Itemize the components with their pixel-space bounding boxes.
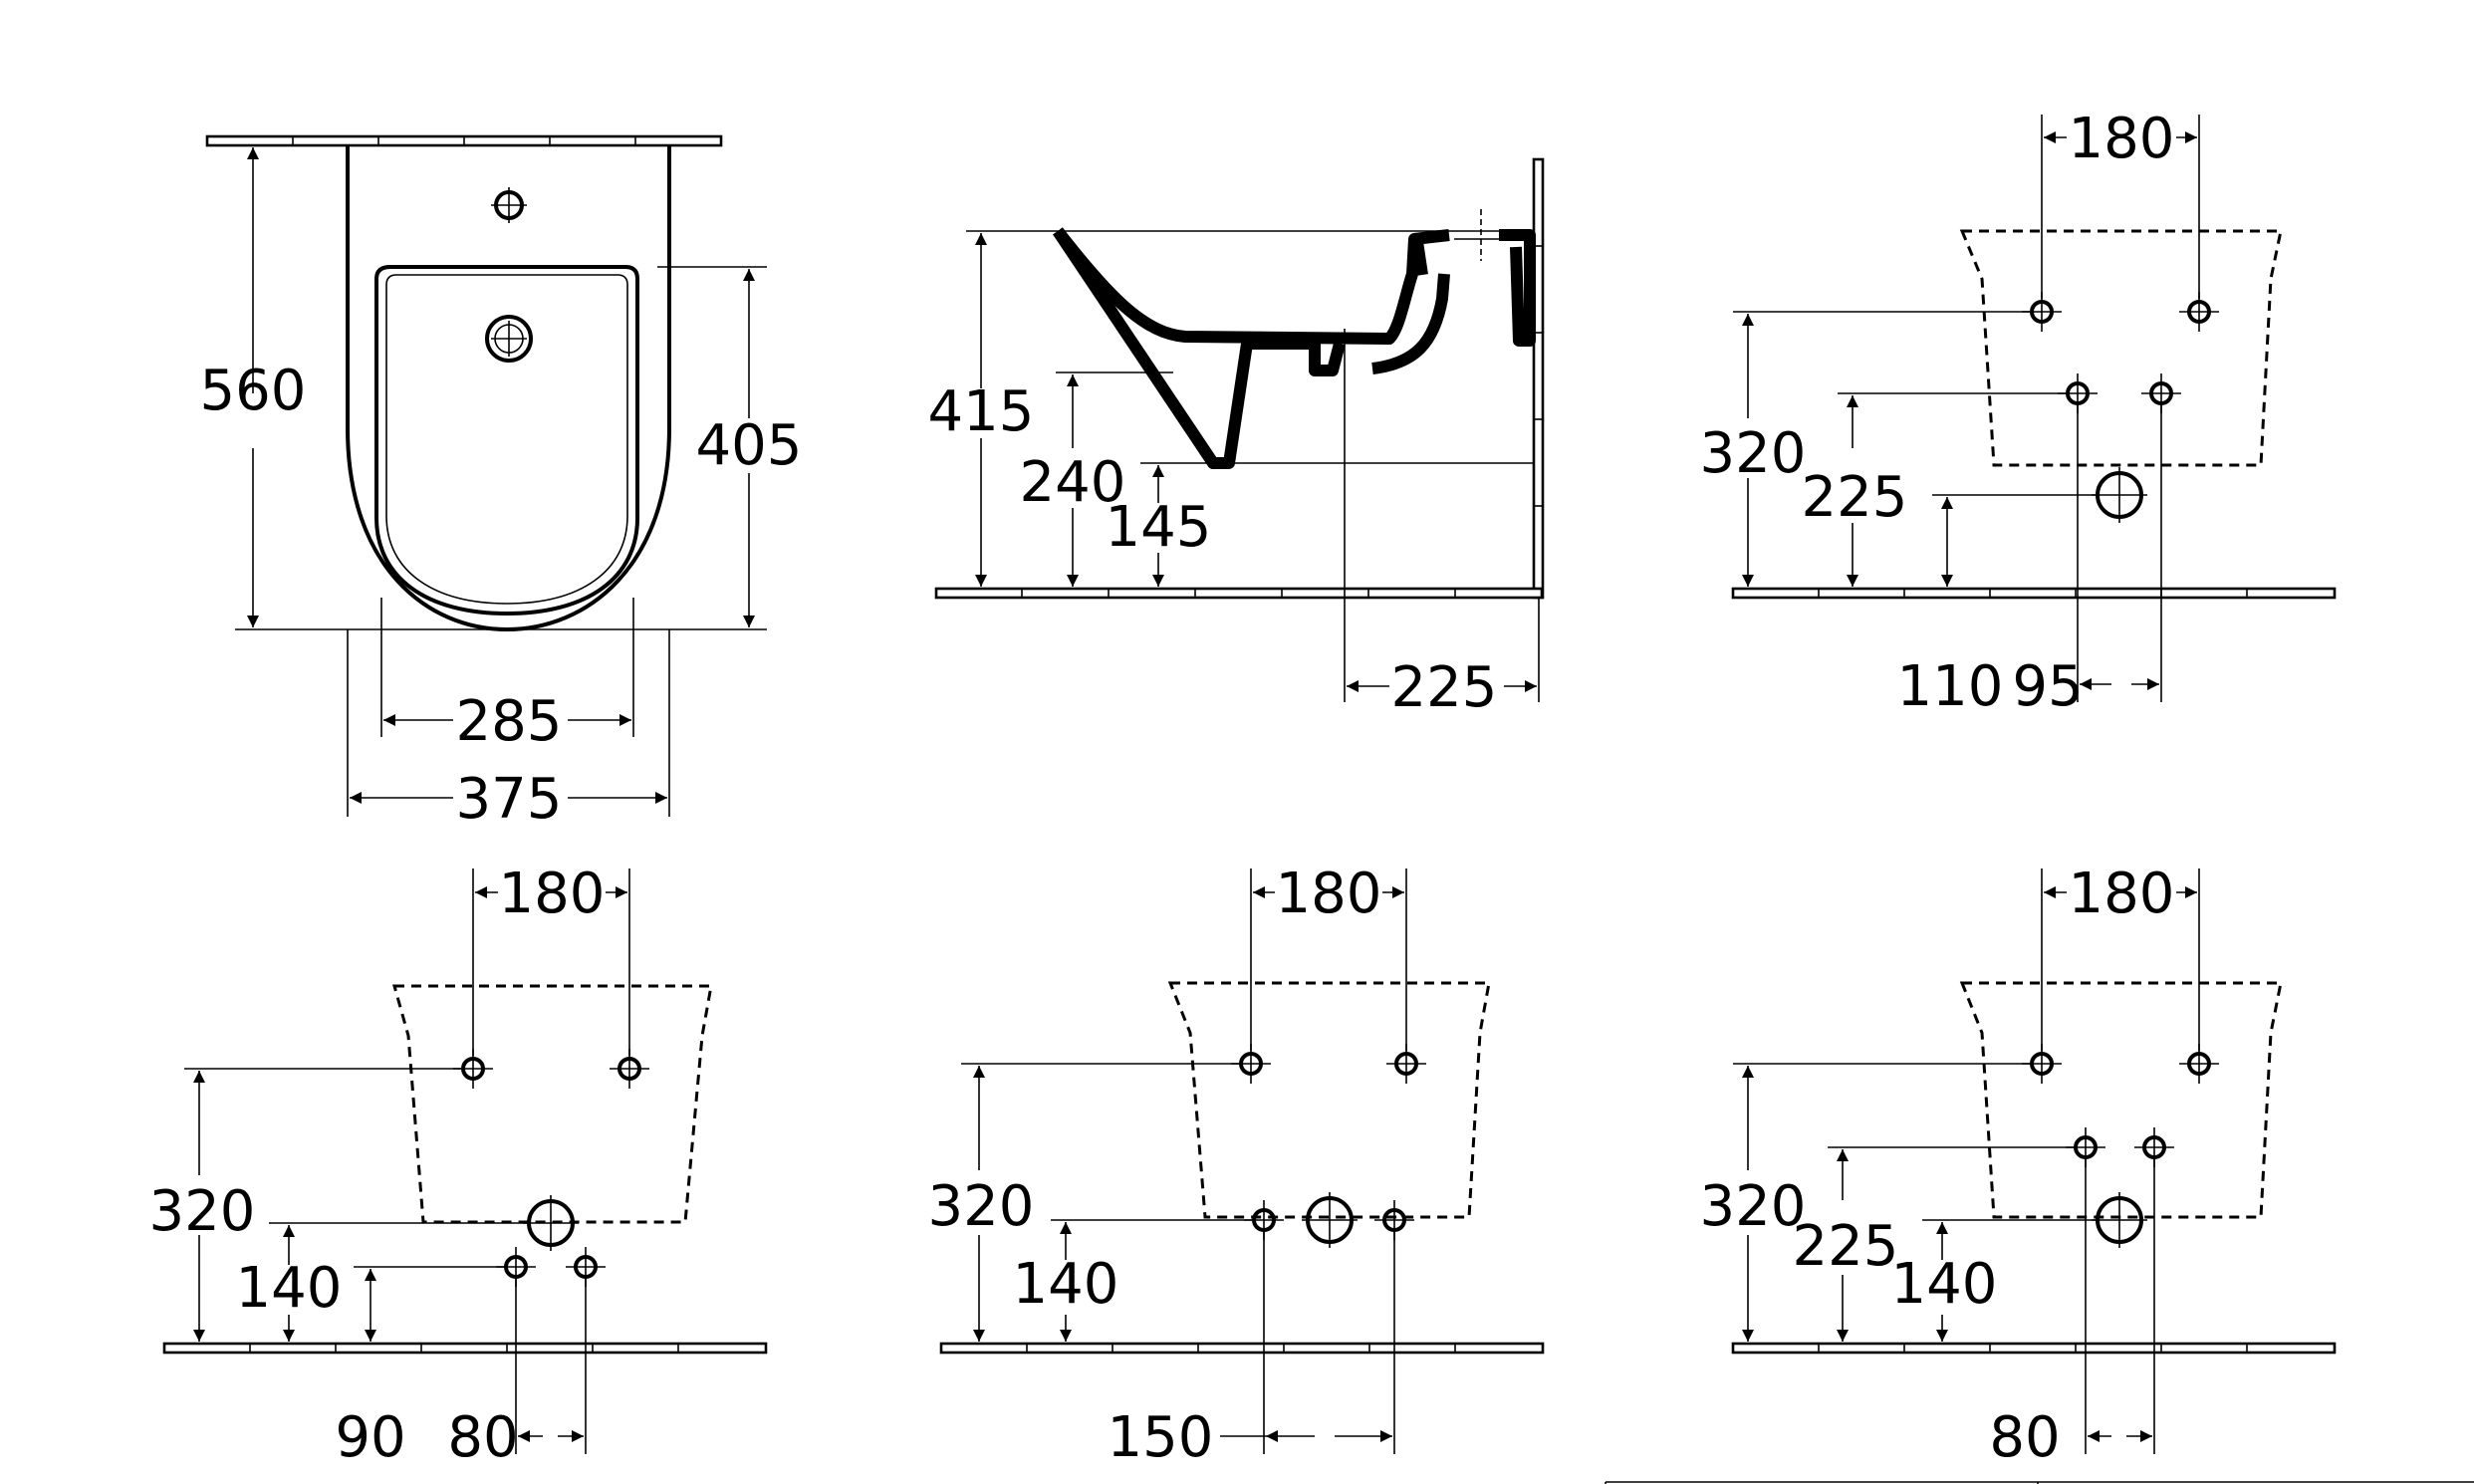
dim-install1-top: 180 <box>2069 107 2175 171</box>
dim-install1-spacing: 95 <box>2012 654 2083 719</box>
dim-front-height: 560 <box>200 359 307 423</box>
dim-side-h1: 240 <box>1020 450 1126 515</box>
dim-front-inner-width: 285 <box>456 689 563 754</box>
floor-line <box>939 1342 1545 1355</box>
dim-side-depth: 225 <box>1391 655 1498 720</box>
dim-install2-mid-height: 140 <box>236 1256 343 1321</box>
dim-install1-left-height: 320 <box>1700 421 1807 486</box>
floor-line <box>1731 587 2337 600</box>
front-view: 560 405 285 375 <box>200 134 803 832</box>
install-view-3: 180 320 140 150 <box>928 862 1545 1470</box>
floor-line <box>1731 1342 2337 1355</box>
water-inlet-icon <box>1374 1200 1414 1240</box>
drain-connection-icon <box>2092 1192 2147 1248</box>
floor-line <box>162 1342 768 1355</box>
drain-hole-icon <box>485 315 533 363</box>
dim-install4-mid-height: 225 <box>1793 1214 1899 1279</box>
dim-install4-spacing: 80 <box>1989 1405 2060 1470</box>
side-view: 415 240 145 225 <box>928 157 1545 720</box>
install-view-2: 180 320 140 90 80 <box>149 862 768 1470</box>
dim-front-outer-width: 375 <box>456 767 563 832</box>
dim-install4-top: 180 <box>2069 862 2175 926</box>
dim-side-h2: 145 <box>1106 495 1212 560</box>
drain-connection-icon <box>523 1195 579 1251</box>
dim-front-seat-height: 405 <box>696 413 803 478</box>
bidet-section <box>1053 209 1536 469</box>
dim-install2-left-height: 320 <box>149 1179 256 1244</box>
bowl-outline <box>374 265 639 617</box>
drain-connection-icon <box>1302 1192 1358 1248</box>
install-view-1: 180 320 225 110 95 <box>1700 107 2337 719</box>
wall-plate <box>205 134 723 147</box>
dim-install2-top: 180 <box>499 862 606 926</box>
dim-install3-spacing: 150 <box>1108 1405 1214 1470</box>
dim-install1-low-height: 110 <box>1897 654 2004 719</box>
dim-install3-left-height: 320 <box>928 1174 1035 1239</box>
wall-section <box>1532 157 1545 600</box>
install-view-4: 180 320 225 140 80 <box>1700 862 2337 1470</box>
dim-install3-top: 180 <box>1276 862 1382 926</box>
dim-install4-left-height: 320 <box>1700 1174 1807 1239</box>
dim-install2-spacing: 80 <box>447 1405 518 1470</box>
drain-connection-icon <box>2092 467 2147 523</box>
dim-install1-mid-height: 225 <box>1802 465 1908 530</box>
floor-line <box>934 587 1544 600</box>
dim-side-rim-height: 415 <box>928 379 1035 444</box>
dim-install3-mid-height: 140 <box>1013 1252 1119 1317</box>
dim-install4-low-height: 140 <box>1891 1252 1998 1317</box>
dim-install2-low-height: 90 <box>335 1405 405 1470</box>
tap-hole-icon <box>491 187 527 223</box>
